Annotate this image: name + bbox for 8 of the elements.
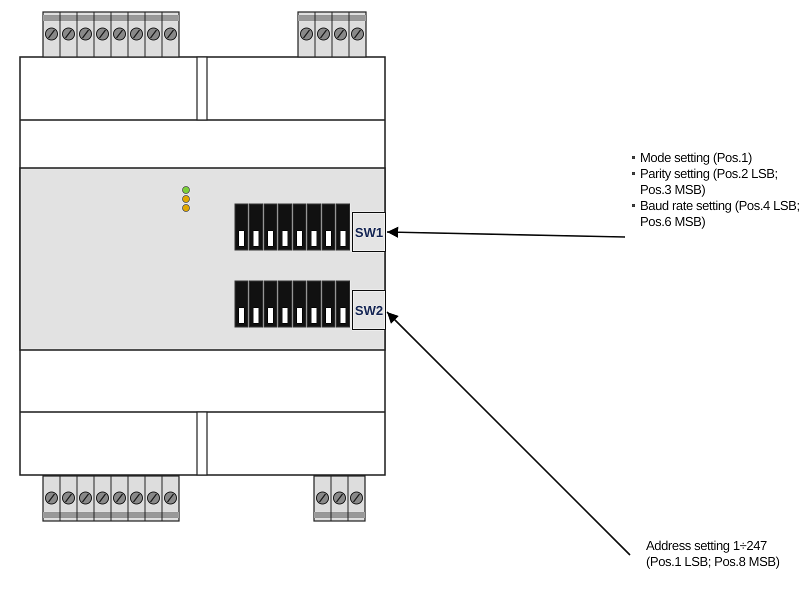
setting-description: Baud rate setting (Pos.4 LSB; Pos.6 MSB) <box>632 198 800 230</box>
leader-arrow <box>386 226 626 238</box>
switch-label: SW1 <box>352 212 386 252</box>
leader-arrow <box>386 311 631 556</box>
switch-label: SW2 <box>352 290 386 330</box>
setting-description: Address setting 1÷247 (Pos.1 LSB; Pos.8 MSB) <box>646 538 781 570</box>
setting-description: Parity setting (Pos.2 LSB; Pos.3 MSB) <box>632 166 800 198</box>
setting-description: Mode setting (Pos.1) <box>632 150 800 166</box>
